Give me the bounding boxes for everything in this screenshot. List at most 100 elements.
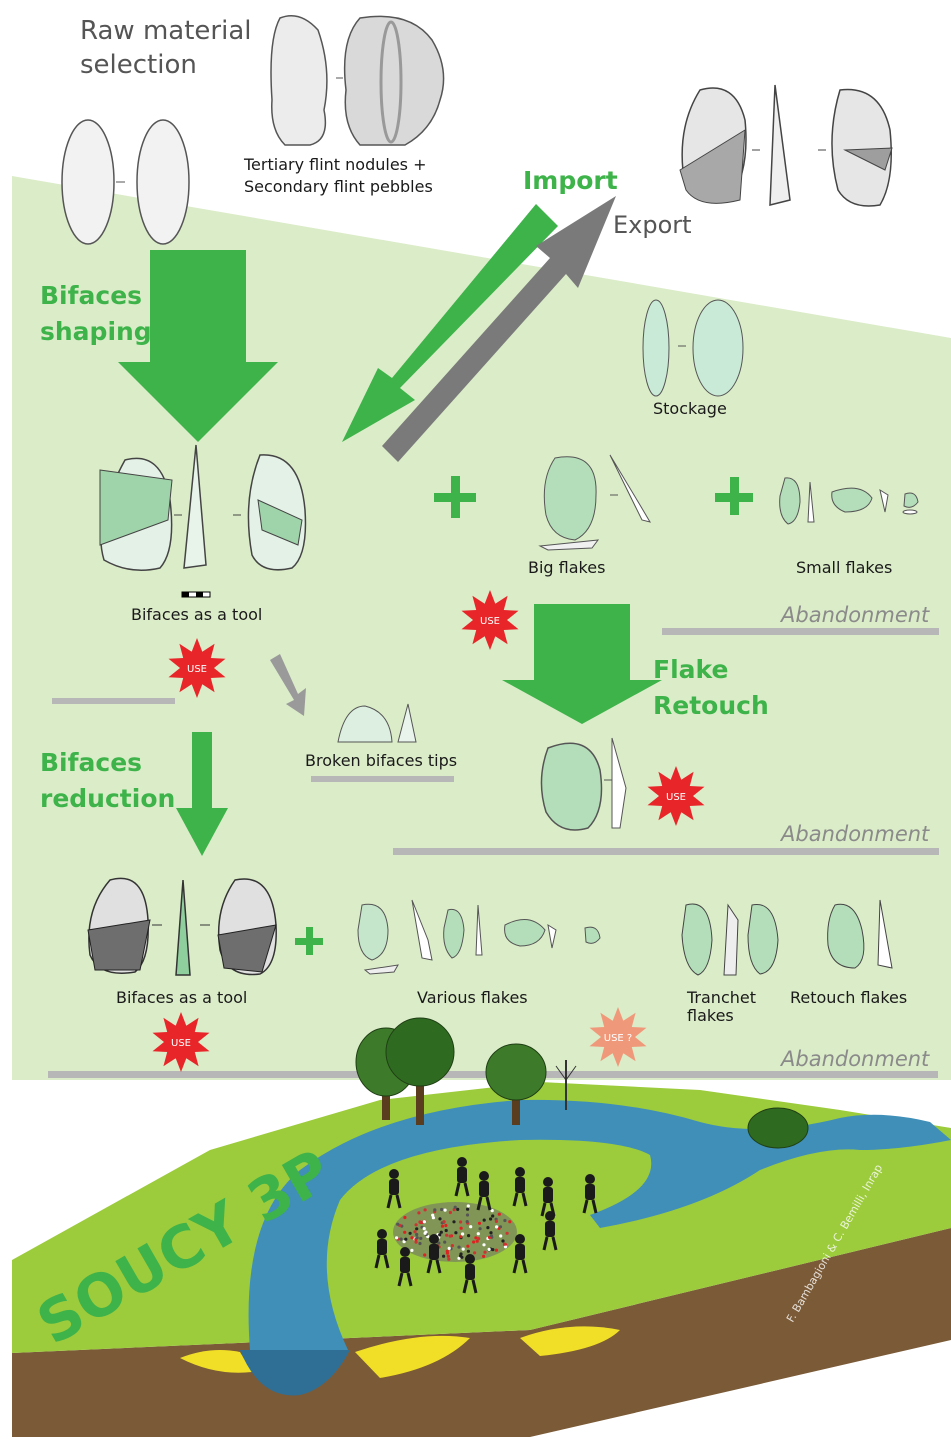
flint-fragment: [403, 1216, 406, 1219]
flint-fragment: [445, 1229, 448, 1232]
flint-fragment: [459, 1252, 462, 1255]
flint-fragment: [472, 1240, 475, 1243]
flint-fragment: [447, 1255, 450, 1258]
tree-icon: [748, 1108, 808, 1148]
flint-fragment: [506, 1232, 509, 1235]
flint-fragment: [459, 1235, 462, 1238]
flint-fragment: [482, 1255, 485, 1258]
small-flakes-label: Small flakes: [796, 559, 892, 577]
flint-fragment: [489, 1217, 492, 1220]
abandonment-label: Abandonment: [781, 1047, 929, 1071]
abandonment-line-short: [52, 698, 175, 704]
flint-fragment: [479, 1227, 482, 1230]
flint-fragment: [413, 1230, 416, 1233]
flint-fragment: [400, 1238, 403, 1241]
flint-fragment: [459, 1220, 462, 1223]
flint-fragment: [395, 1236, 398, 1239]
flint-fragment: [442, 1255, 445, 1258]
flint-fragment: [454, 1231, 457, 1234]
flake-retouch-label: Flake Retouch: [653, 652, 769, 724]
flint-fragment: [417, 1211, 420, 1214]
flint-fragment: [491, 1214, 494, 1217]
nodules-label: Tertiary flint nodules + Secondary flint…: [244, 154, 433, 198]
flint-fragment: [499, 1225, 502, 1228]
bifaces-tool-label: Bifaces as a tool: [131, 606, 262, 624]
flint-fragment: [482, 1243, 485, 1246]
flint-fragment: [498, 1213, 501, 1216]
flint-fragment: [445, 1234, 448, 1237]
use-label: USE ?: [604, 1033, 632, 1044]
flint-fragment: [489, 1231, 492, 1234]
flint-fragment: [410, 1249, 413, 1252]
flint-fragment: [473, 1251, 476, 1254]
flint-fragment: [438, 1217, 441, 1220]
flint-fragment: [466, 1220, 469, 1223]
flint-fragment: [501, 1239, 504, 1242]
flint-fragment: [418, 1220, 421, 1223]
flint-fragment: [460, 1227, 463, 1230]
flint-fragment: [499, 1234, 502, 1237]
flint-fragment: [444, 1209, 447, 1212]
flint-fragment: [483, 1251, 486, 1254]
abandonment-line-2: [393, 848, 939, 855]
stockage-label: Stockage: [653, 400, 727, 418]
abandonment-label: Abandonment: [781, 822, 929, 846]
flint-fragment: [449, 1235, 452, 1238]
flint-fragment: [415, 1223, 418, 1226]
flint-fragment: [443, 1220, 446, 1223]
abandonment-label: Abandonment: [781, 603, 929, 627]
big-flakes-label: Big flakes: [528, 559, 605, 577]
flint-fragment: [403, 1231, 406, 1234]
flint-fragment: [432, 1216, 435, 1219]
flint-fragment: [423, 1227, 426, 1230]
bifaces-reduction-label: Bifaces reduction: [40, 745, 175, 817]
reduced-biface-illustration: [88, 878, 276, 975]
flint-fragment: [477, 1232, 480, 1235]
flint-fragment: [452, 1220, 455, 1223]
flint-fragment: [433, 1208, 436, 1211]
flint-fragment: [418, 1242, 421, 1245]
flint-fragment: [438, 1233, 441, 1236]
flint-fragment: [424, 1208, 427, 1211]
flint-fragment: [444, 1224, 447, 1227]
flint-fragment: [404, 1238, 407, 1241]
use-label: USE: [480, 616, 500, 627]
flint-fragment: [440, 1208, 443, 1211]
flint-fragment: [503, 1219, 506, 1222]
flint-fragment: [419, 1237, 422, 1240]
flint-fragment: [483, 1219, 486, 1222]
retouched-flake-illustration: [541, 738, 626, 830]
flint-fragment: [396, 1223, 399, 1226]
flint-fragment: [410, 1236, 413, 1239]
broken-tips-label: Broken bifaces tips: [305, 752, 457, 770]
flint-fragment: [423, 1220, 426, 1223]
abandonment-line-1: [662, 628, 939, 635]
various-flakes-label: Various flakes: [417, 989, 528, 1007]
scale-bar-icon: [182, 592, 210, 597]
flint-fragment: [449, 1211, 452, 1214]
flint-fragment: [446, 1252, 449, 1255]
flint-fragment: [495, 1225, 498, 1228]
flint-fragment: [443, 1241, 446, 1244]
flint-fragment: [456, 1208, 459, 1211]
flint-fragment: [495, 1220, 498, 1223]
flint-fragment: [448, 1247, 451, 1250]
flint-fragment: [478, 1222, 481, 1225]
bifaces-tool-reduced-label: Bifaces as a tool: [116, 989, 247, 1007]
flint-fragment: [424, 1232, 427, 1235]
flint-fragment: [451, 1244, 454, 1247]
flint-fragment: [495, 1249, 498, 1252]
flint-fragment: [415, 1227, 418, 1230]
flint-fragment: [490, 1234, 493, 1237]
flint-fragment: [477, 1237, 480, 1240]
flint-fragment: [503, 1243, 506, 1246]
flint-fragment: [466, 1213, 469, 1216]
flint-fragment: [462, 1248, 465, 1251]
tranchet-flakes-label: Tranchet flakes: [687, 989, 756, 1025]
use-label: USE: [171, 1038, 191, 1049]
flint-fragment: [409, 1232, 412, 1235]
flint-fragment: [454, 1206, 457, 1209]
flint-fragment: [469, 1225, 472, 1228]
flint-fragment: [441, 1225, 444, 1228]
